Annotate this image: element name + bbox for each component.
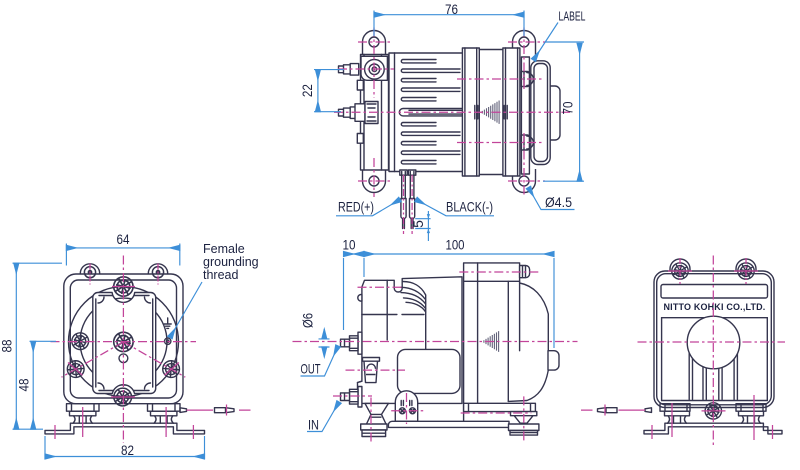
- svg-text:Ø4.5: Ø4.5: [545, 194, 572, 210]
- svg-text:100: 100: [446, 237, 465, 253]
- svg-text:22: 22: [299, 84, 315, 97]
- svg-text:48: 48: [16, 378, 32, 391]
- svg-text:5: 5: [410, 220, 426, 228]
- svg-text:thread: thread: [203, 268, 238, 282]
- svg-text:IN: IN: [308, 417, 319, 433]
- svg-text:RED(+): RED(+): [338, 199, 374, 215]
- svg-text:LABEL: LABEL: [559, 9, 586, 24]
- svg-text:NITTO KOHKI CO.,LTD.: NITTO KOHKI CO.,LTD.: [664, 302, 766, 313]
- svg-text:64: 64: [117, 231, 130, 247]
- svg-text:Ø6: Ø6: [300, 313, 316, 328]
- svg-text:70: 70: [560, 101, 576, 114]
- svg-text:88: 88: [0, 339, 15, 352]
- svg-text:10: 10: [343, 237, 356, 253]
- svg-text:82: 82: [121, 442, 134, 458]
- svg-text:Female: Female: [203, 242, 245, 256]
- svg-text:OUT: OUT: [301, 361, 321, 377]
- svg-text:BLACK(-): BLACK(-): [446, 199, 493, 215]
- svg-text:grounding: grounding: [203, 255, 259, 269]
- svg-text:76: 76: [445, 1, 458, 17]
